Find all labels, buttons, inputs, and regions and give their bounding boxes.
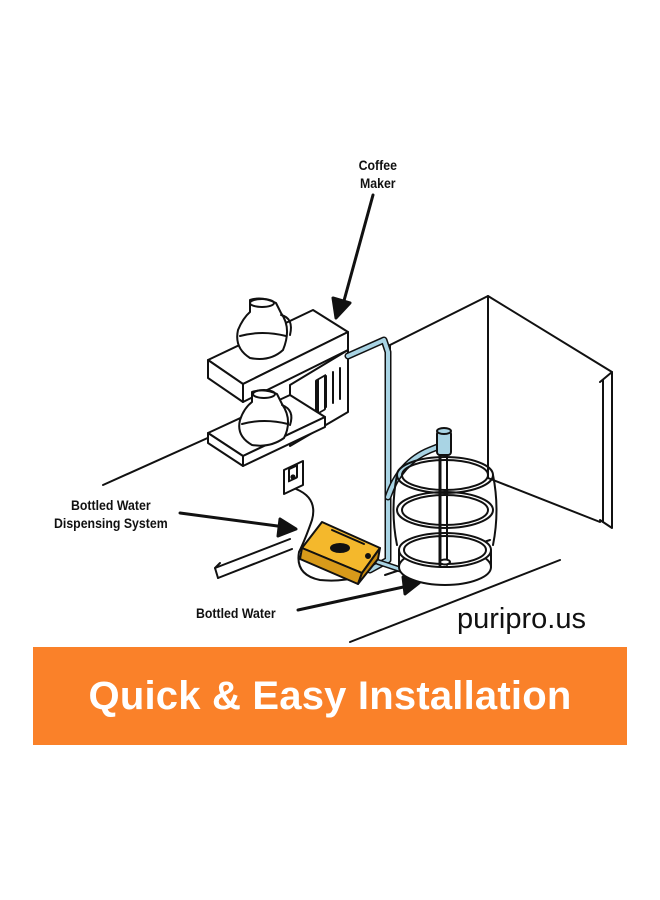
website-url: puripro.us	[457, 603, 586, 635]
dispensing-system-label: Bottled Water Dispensing System	[54, 496, 168, 532]
water-tube	[344, 336, 444, 574]
coffee-maker-label-line1: Coffee	[358, 157, 397, 173]
coffee-maker-label-line2: Maker	[359, 175, 396, 191]
dispensing-system-label-line2: Dispensing System	[54, 515, 168, 531]
banner-text: Quick & Easy Installation	[88, 673, 572, 718]
dispensing-system-label-line1: Bottled Water	[71, 497, 151, 513]
water-pump-icon	[299, 521, 381, 585]
power-cord	[295, 488, 359, 582]
coffee-maker-icon	[207, 297, 349, 467]
installation-banner: Quick & Easy Installation	[33, 647, 627, 745]
callout-arrows	[178, 193, 421, 612]
bottled-water-label: Bottled Water	[196, 605, 276, 621]
wall-outlet-icon	[283, 460, 304, 495]
coffee-maker-label: Coffee Maker	[359, 156, 397, 192]
water-bottle-rack-icon	[392, 427, 498, 586]
